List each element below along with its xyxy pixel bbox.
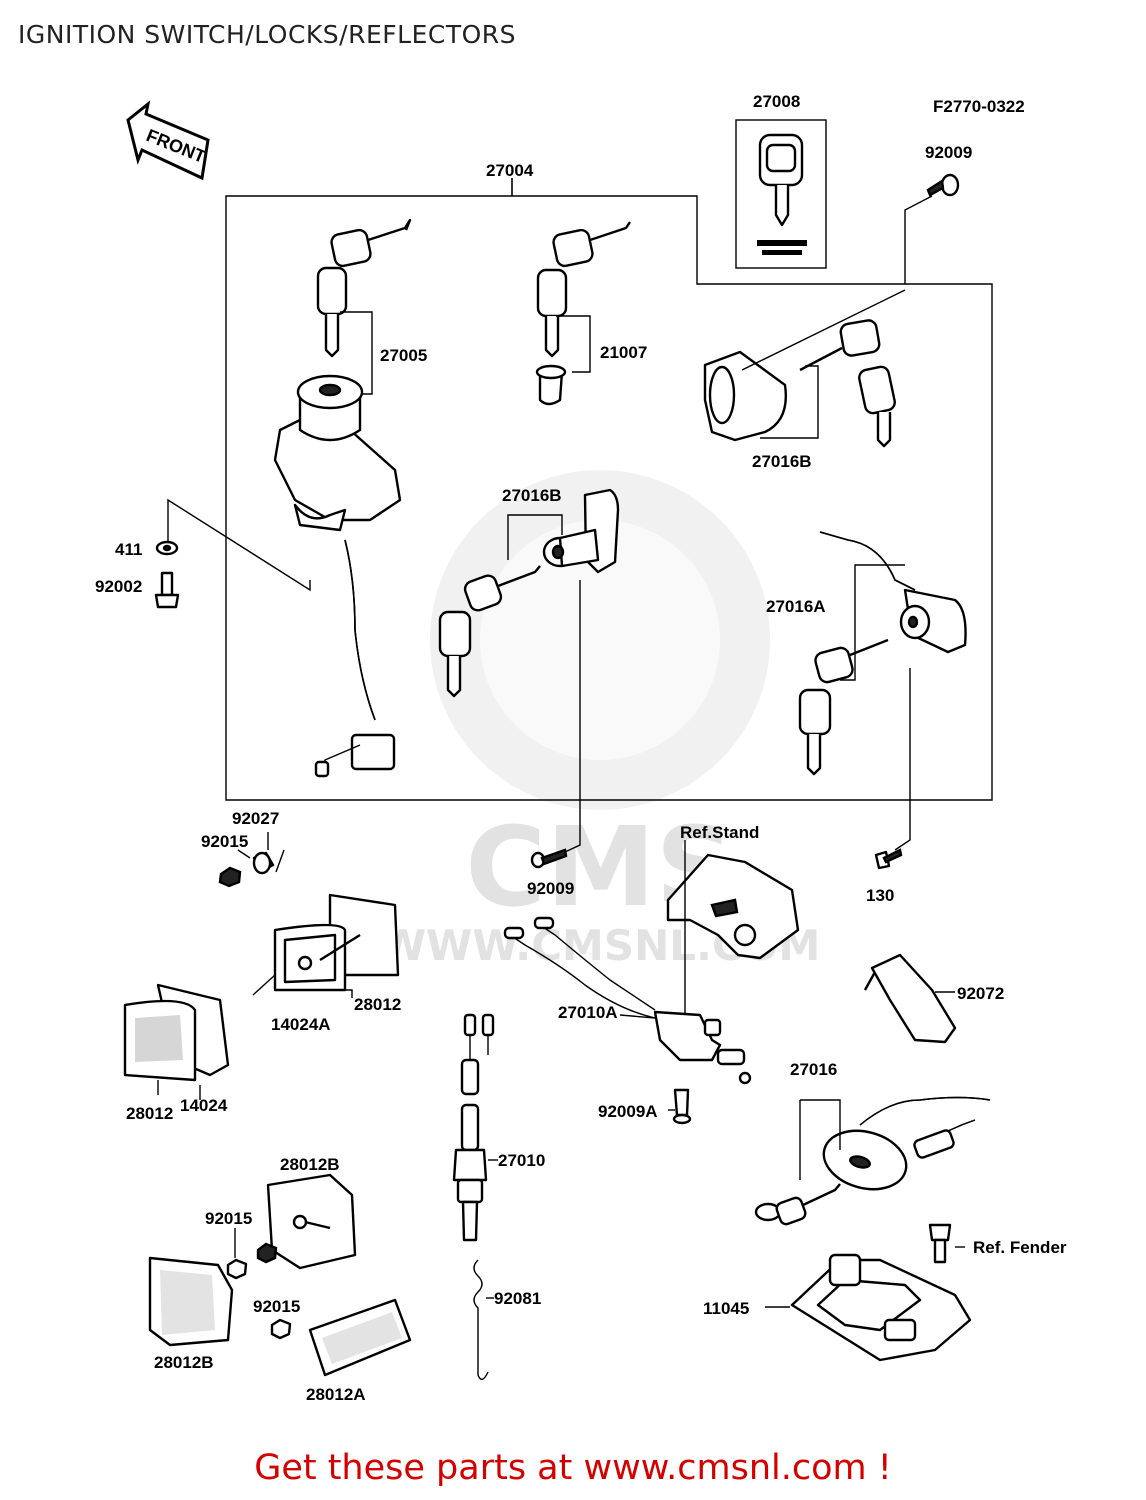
keys-21007 bbox=[535, 221, 631, 406]
keys-27005 bbox=[316, 218, 412, 358]
seat-lock-27016B bbox=[438, 488, 620, 698]
label-28012A: 28012A bbox=[306, 1385, 366, 1404]
bolt-130 bbox=[874, 848, 903, 870]
ignition-switch bbox=[273, 374, 402, 778]
label-92009-mid: 92009 bbox=[527, 879, 574, 898]
label-92015-c: 92015 bbox=[253, 1297, 300, 1316]
label-27004: 27004 bbox=[486, 161, 534, 180]
spacer-92027 bbox=[252, 851, 275, 875]
label-92015-a: 92015 bbox=[201, 832, 248, 851]
label-ref-stand: Ref.Stand bbox=[680, 823, 759, 842]
label-ref-fender: Ref. Fender bbox=[973, 1238, 1067, 1257]
nut-92015-b bbox=[226, 1242, 278, 1280]
bolt-92002 bbox=[154, 571, 180, 609]
reflector-28012B-upper bbox=[266, 1173, 357, 1270]
key-27008 bbox=[757, 133, 807, 255]
label-21007: 21007 bbox=[600, 343, 647, 362]
label-130: 130 bbox=[866, 886, 894, 905]
reflector-28012A bbox=[308, 1298, 412, 1377]
screw-92009-mid bbox=[530, 848, 568, 869]
footer-promo-link[interactable]: Get these parts at www.cmsnl.com ! bbox=[254, 1448, 892, 1488]
reflector-28012B-lower bbox=[148, 1256, 234, 1347]
label-27010: 27010 bbox=[498, 1151, 545, 1170]
label-92027: 92027 bbox=[232, 809, 279, 828]
chain-lock-27016 bbox=[754, 1096, 991, 1226]
label-27005: 27005 bbox=[380, 346, 427, 365]
spring-92081 bbox=[473, 1259, 489, 1380]
key-box-27008 bbox=[735, 119, 827, 269]
bolt-ref-fender bbox=[928, 1223, 952, 1264]
label-92009A: 92009A bbox=[598, 1102, 658, 1121]
label-92002: 92002 bbox=[95, 577, 142, 596]
stand-switch-27010A bbox=[503, 916, 752, 1085]
label-27008: 27008 bbox=[753, 92, 800, 111]
front-arrow: FRONT bbox=[126, 100, 210, 181]
label-28012B-upper: 28012B bbox=[280, 1155, 340, 1174]
label-27016: 27016 bbox=[790, 1060, 837, 1079]
label-27016B-right: 27016B bbox=[752, 452, 812, 471]
label-11045: 11045 bbox=[703, 1299, 749, 1318]
label-27016B-center: 27016B bbox=[502, 486, 562, 505]
cms-watermark: CMS WWW.CMSNL.COM bbox=[380, 470, 820, 970]
label-411: 411 bbox=[115, 540, 142, 559]
washer-411 bbox=[155, 540, 179, 556]
fork-lock-27016A bbox=[798, 531, 967, 776]
label-28012-a: 28012 bbox=[354, 995, 401, 1014]
switch-27010 bbox=[452, 1013, 495, 1242]
label-27010A: 27010A bbox=[558, 1003, 618, 1022]
label-92072: 92072 bbox=[957, 984, 1004, 1003]
screw-92009A bbox=[672, 1088, 692, 1125]
label-14024A: 14024A bbox=[271, 1015, 331, 1034]
label-92081: 92081 bbox=[494, 1289, 541, 1308]
label-28012-b: 28012 bbox=[126, 1104, 173, 1123]
nut-92015-a bbox=[218, 866, 242, 888]
label-92015-b: 92015 bbox=[205, 1209, 252, 1228]
bracket-11045 bbox=[790, 1253, 972, 1362]
helmet-lock-27016B bbox=[703, 319, 896, 448]
label-14024: 14024 bbox=[180, 1096, 228, 1115]
group-frame-27004 bbox=[225, 195, 993, 801]
diagram-code: F2770-0322 bbox=[933, 97, 1025, 116]
stand-bracket bbox=[666, 853, 800, 960]
reflector-14024A bbox=[252, 893, 400, 996]
label-28012B-lower: 28012B bbox=[154, 1353, 214, 1372]
label-92009-top: 92009 bbox=[925, 143, 972, 162]
page-title: IGNITION SWITCH/LOCKS/REFLECTORS bbox=[18, 20, 517, 49]
reflector-14024 bbox=[123, 983, 230, 1082]
label-27016A: 27016A bbox=[766, 597, 826, 616]
screw-92009-top bbox=[926, 173, 960, 197]
nut-92015-c bbox=[270, 1318, 292, 1340]
clip-92072 bbox=[863, 953, 957, 1044]
